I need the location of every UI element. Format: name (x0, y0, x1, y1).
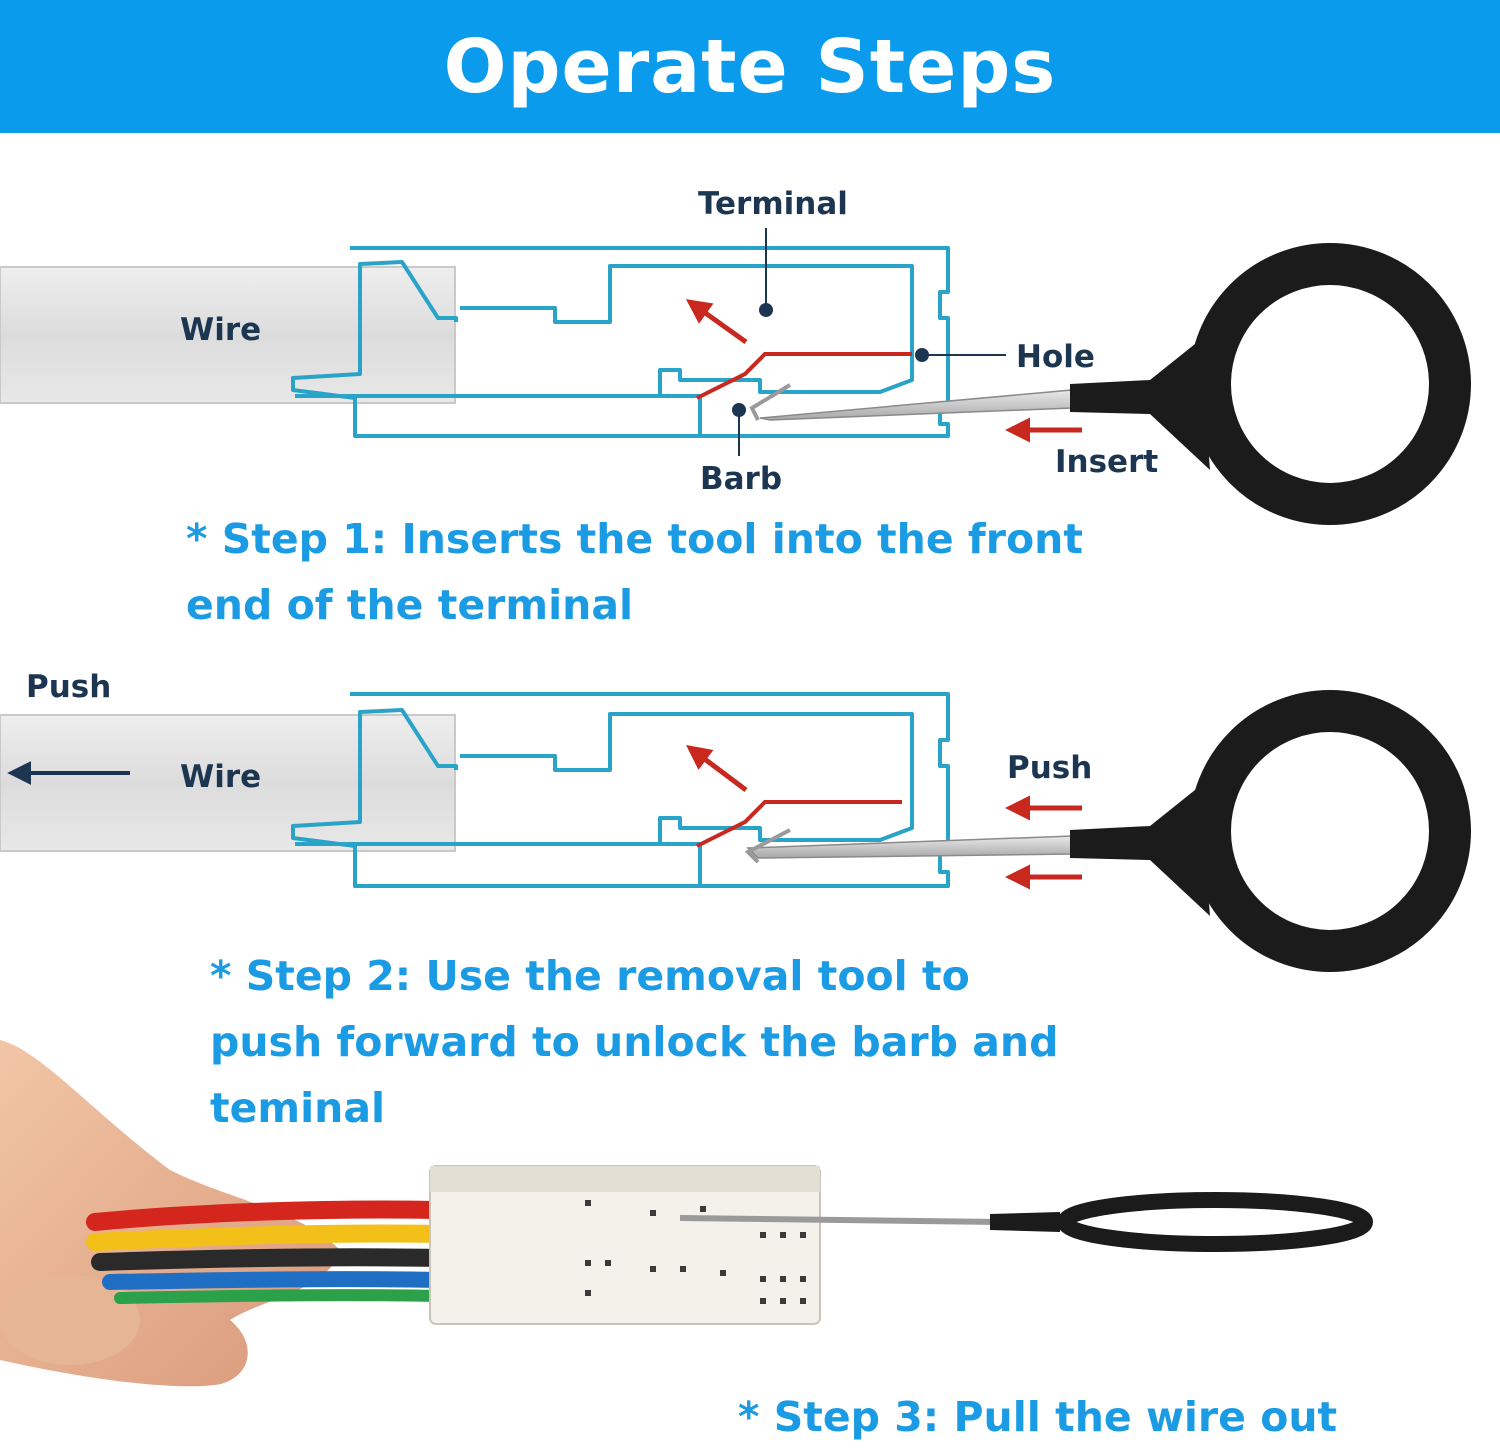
barb-label: Barb (700, 461, 782, 497)
barb-spring (696, 800, 902, 848)
removal-tool-2 (744, 690, 1471, 972)
direction-arrow-up (686, 745, 748, 792)
diagram-step-2: Push Wire Push (0, 669, 1471, 972)
header-banner: Operate Steps (0, 0, 1500, 133)
removal-tool-1 (749, 243, 1471, 525)
direction-arrow-up (685, 299, 748, 345)
tool-grip (990, 1212, 1060, 1232)
step-1-text: * Step 1: Inserts the tool into the fron… (186, 515, 1083, 629)
tool-shaft (679, 1215, 1001, 1225)
tool-ring (1057, 1192, 1373, 1252)
step-3-text: * Step 3: Pull the wire out (738, 1393, 1338, 1441)
push-right-label: Push (1007, 750, 1092, 786)
connector-photo (0, 1040, 1373, 1387)
wire-body (0, 266, 456, 404)
diagram-step-1: Terminal Wire Hole Barb Insert (0, 186, 1471, 525)
terminal-label: Terminal (698, 186, 848, 222)
terminal-housing (291, 246, 950, 438)
terminal-housing (291, 692, 950, 888)
push-left-label: Push (26, 669, 111, 705)
insert-label: Insert (1055, 444, 1158, 480)
wire-label: Wire (180, 759, 261, 795)
barb-spring (696, 352, 912, 400)
tool-ring (1189, 243, 1471, 525)
connector-pins (585, 1200, 806, 1304)
tool-ring (1189, 690, 1471, 972)
wire-label: Wire (180, 312, 261, 348)
step-2-text: * Step 2: Use the removal tool to push f… (210, 952, 1059, 1132)
wire-body (0, 714, 456, 852)
page-title: Operate Steps (443, 23, 1057, 110)
hole-label: Hole (1016, 339, 1095, 375)
wire-bundle (86, 1200, 449, 1304)
